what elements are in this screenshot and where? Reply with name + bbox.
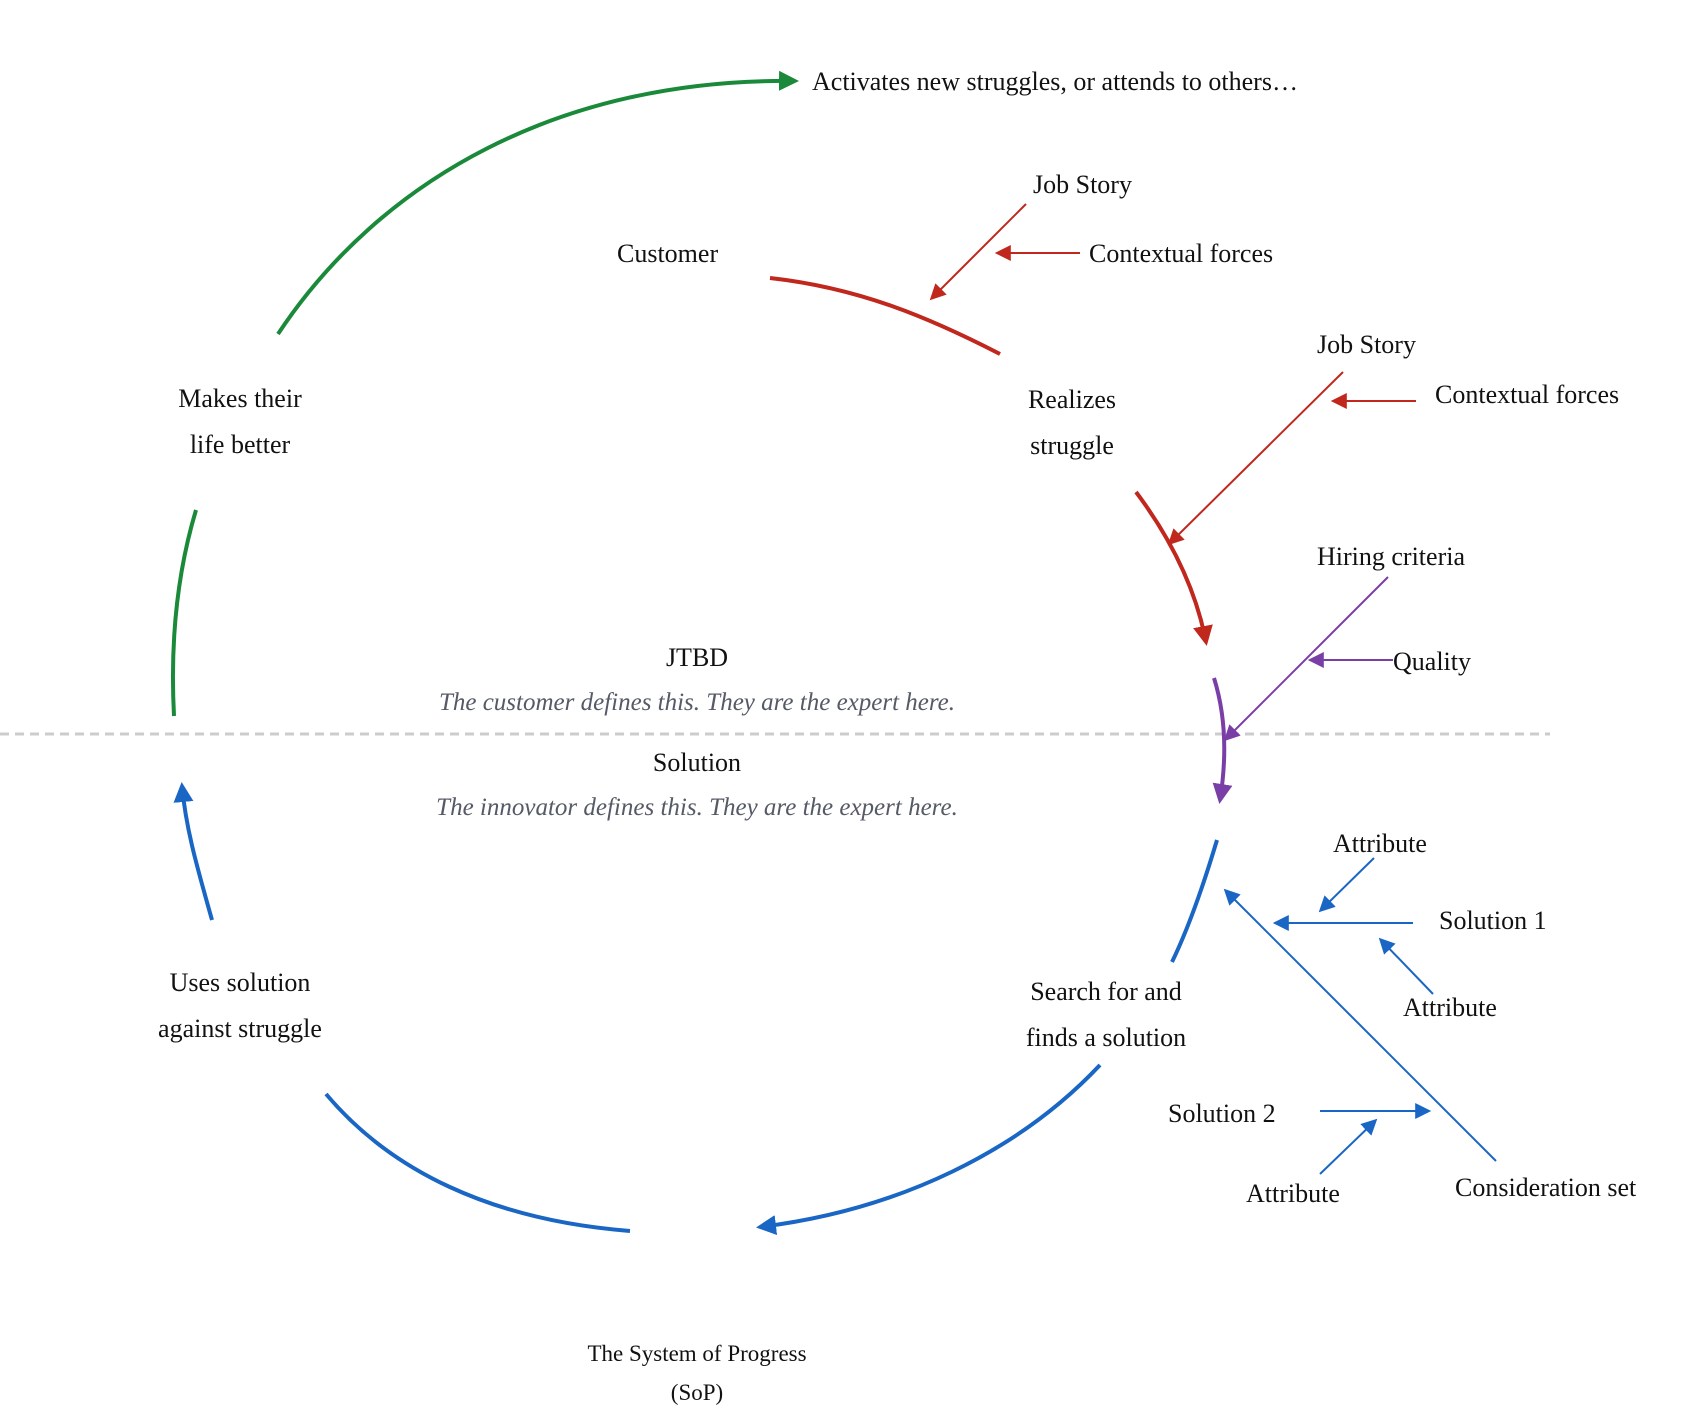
job-story-label-struggle: Job Story: [1317, 330, 1416, 359]
attribute-mid-arrow: [1378, 937, 1434, 995]
caption-line2: (SoP): [671, 1380, 723, 1405]
search-solution-line1: Search for and: [1030, 977, 1182, 1006]
red-arc-customer: [769, 276, 1001, 356]
uses-solution-line2: against struggle: [158, 1014, 322, 1043]
realizes-struggle-line1: Realizes: [1028, 385, 1116, 414]
hiring-criteria-label: Hiring criteria: [1317, 542, 1465, 571]
purple-arc: [1212, 677, 1233, 804]
job-story-label-customer: Job Story: [1033, 170, 1132, 199]
hiring-criteria-arrow: [1223, 576, 1389, 742]
activates-label: Activates new struggles, or attends to o…: [812, 67, 1298, 96]
job-story-arrow-struggle: [1167, 371, 1344, 546]
solution-subtitle: The innovator defines this. They are the…: [436, 794, 958, 821]
realizes-struggle-line2: struggle: [1030, 431, 1114, 460]
attribute-top-arrow: [1318, 857, 1375, 913]
consideration-set-label: Consideration set: [1455, 1173, 1637, 1202]
attribute-bottom-label: Attribute: [1246, 1179, 1340, 1208]
contextual-forces-label-struggle: Contextual forces: [1435, 380, 1619, 409]
jtbd-subtitle: The customer defines this. They are the …: [439, 689, 955, 716]
search-solution-line2: finds a solution: [1026, 1023, 1186, 1052]
blue-arc-left: [173, 782, 214, 921]
attribute-bottom-arrow: [1319, 1118, 1378, 1175]
attribute-mid-label: Attribute: [1403, 993, 1497, 1022]
quality-label: Quality: [1393, 647, 1471, 676]
jtbd-title: JTBD: [666, 643, 728, 672]
job-story-arrow-customer: [929, 203, 1027, 301]
solution-title: Solution: [653, 748, 741, 777]
customer-label: Customer: [617, 239, 718, 268]
green-arc-top: [276, 70, 799, 336]
caption-line1: The System of Progress: [587, 1341, 806, 1366]
contextual-forces-label-customer: Contextual forces: [1089, 239, 1273, 268]
consideration-set-arrow: [1223, 888, 1497, 1162]
attribute-top-label: Attribute: [1333, 829, 1427, 858]
blue-arc-bottom-left: [324, 1092, 631, 1233]
uses-solution-line1: Uses solution: [170, 968, 311, 997]
blue-arc-bottom-right: [756, 1063, 1102, 1235]
green-arc-left: [171, 509, 198, 717]
makes-life-better-line2: life better: [190, 430, 291, 459]
solution1-label: Solution 1: [1439, 906, 1547, 935]
red-arc-struggle: [1134, 490, 1213, 646]
solution2-label: Solution 2: [1168, 1099, 1276, 1128]
makes-life-better-line1: Makes their: [178, 384, 302, 413]
blue-arc-search: [1170, 839, 1219, 963]
